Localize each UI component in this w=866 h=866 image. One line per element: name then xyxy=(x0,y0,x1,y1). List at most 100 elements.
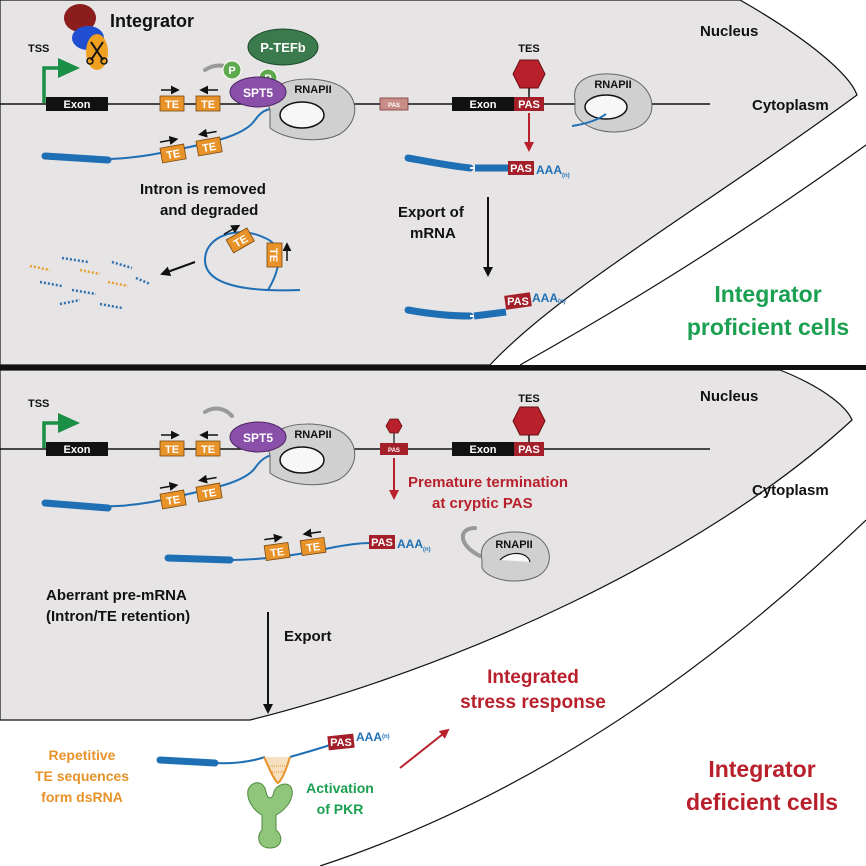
aberrant-text-line2: (Intron/TE retention) xyxy=(46,608,190,625)
cryptic-pas-label: PAS xyxy=(388,448,400,454)
mature-mrna: PAS AAA (n) xyxy=(404,154,570,179)
cryptic-pas-box xyxy=(379,97,409,111)
panel-integrator-proficient: Nucleus Cytoplasm Integrator TSS Exon TE xyxy=(0,0,866,366)
spt5-factor: SPT5 xyxy=(229,421,287,453)
phosphate-icon: P xyxy=(222,60,242,80)
repetitive-text-line2: TE sequences xyxy=(35,768,129,784)
svg-text:TE: TE xyxy=(269,546,285,560)
svg-text:SPT5: SPT5 xyxy=(243,86,273,100)
intron-text-line2: and degraded xyxy=(160,202,258,219)
svg-text:TE: TE xyxy=(165,99,179,111)
exon-label: Exon xyxy=(470,99,497,111)
outcome-title-line2: deficient cells xyxy=(686,789,838,815)
svg-text:PAS: PAS xyxy=(510,163,532,175)
exon-label: Exon xyxy=(64,99,91,111)
svg-text:AAA: AAA xyxy=(532,291,558,305)
nucleus-region xyxy=(0,369,853,721)
stress-arrow xyxy=(399,728,450,769)
spt5-factor: SPT5 xyxy=(229,76,287,108)
repetitive-text-line1: Repetitive xyxy=(49,747,116,763)
nascent-rna-5prime xyxy=(41,152,112,164)
premature-text-line2: at cryptic PAS xyxy=(432,495,533,512)
svg-text:TE: TE xyxy=(305,541,321,555)
svg-text:AAA: AAA xyxy=(397,537,423,551)
tss-label: TSS xyxy=(28,398,49,410)
svg-text:PAS: PAS xyxy=(330,737,352,749)
svg-text:P: P xyxy=(228,65,235,77)
te-element: TE xyxy=(195,430,221,457)
rnapii-complex: RNAPII xyxy=(571,73,653,133)
svg-text:RNAPII: RNAPII xyxy=(294,84,331,96)
degraded-rna-fragments xyxy=(29,256,151,310)
nucleus-label: Nucleus xyxy=(700,388,758,405)
pas-box xyxy=(514,442,544,456)
intron-text-line1: Intron is removed xyxy=(140,181,266,198)
repetitive-text-line3: form dsRNA xyxy=(41,789,123,805)
svg-text:TE: TE xyxy=(201,141,217,155)
tss-arrow-icon xyxy=(42,421,60,448)
te-element: TE xyxy=(195,474,223,503)
panel-divider xyxy=(0,365,866,370)
intron-lariat: TE TE xyxy=(203,224,301,292)
rnapii-complex: RNAPII xyxy=(267,78,356,141)
dsrna-hairpin xyxy=(263,756,291,785)
aberrant-pre-mrna: TE TE PAS AAA (n) xyxy=(164,528,431,564)
rnapii-released: RNAPII xyxy=(460,526,550,582)
nascent-rna-5prime xyxy=(41,499,112,512)
tes-label: TES xyxy=(518,393,539,405)
ctd-tail xyxy=(203,406,234,418)
export-text-line2: mRNA xyxy=(410,225,456,242)
tss-label: TSS xyxy=(28,43,49,55)
tss-arrow-icon xyxy=(42,66,60,103)
degradation-arrow xyxy=(160,261,196,276)
integrator-label: Integrator xyxy=(110,11,194,31)
premature-text-line1: Premature termination xyxy=(408,474,568,491)
outcome-title-line2: proficient cells xyxy=(687,314,849,340)
termination-stop-icon xyxy=(512,59,546,89)
exon-box xyxy=(452,442,514,456)
svg-text:RNAPII: RNAPII xyxy=(495,539,532,551)
svg-text:PAS: PAS xyxy=(507,296,529,308)
pkr-text-line2: of PKR xyxy=(317,801,364,817)
cytoplasm-label: Cytoplasm xyxy=(752,482,829,499)
svg-text:RNAPII: RNAPII xyxy=(594,79,631,91)
stress-text-line2: stress response xyxy=(460,692,606,713)
termination-stop-icon xyxy=(512,406,546,436)
svg-text:PAS: PAS xyxy=(371,537,393,549)
cytoplasm-membrane xyxy=(319,519,866,866)
scissors-icon xyxy=(90,41,104,61)
exon-box xyxy=(46,97,108,111)
pkr-protein-icon xyxy=(247,782,293,849)
svg-text:(n): (n) xyxy=(382,734,390,740)
pas-label: PAS xyxy=(518,444,540,456)
svg-text:(n): (n) xyxy=(423,547,431,553)
exon-label: Exon xyxy=(470,444,497,456)
dsrna-transcript: PAS AAA (n) xyxy=(156,730,390,785)
svg-text:(n): (n) xyxy=(562,173,570,179)
pas-box xyxy=(514,97,544,111)
outcome-title-line1: Integrator xyxy=(708,756,815,782)
pas-label: PAS xyxy=(518,99,540,111)
te-element: TE xyxy=(159,430,185,457)
cytoplasm-label: Cytoplasm xyxy=(752,97,829,114)
te-element: TE xyxy=(195,85,221,112)
integrator-complex-icon xyxy=(64,4,108,70)
cytoplasm-membrane xyxy=(519,144,866,366)
stress-text-line1: Integrated xyxy=(487,667,579,688)
te-element: TE xyxy=(159,481,187,510)
rnapii-complex: RNAPII xyxy=(267,423,356,486)
outcome-title-line1: Integrator xyxy=(714,281,821,307)
svg-text:TE: TE xyxy=(201,99,215,111)
export-text-line1: Export of xyxy=(398,204,465,221)
svg-text:AAA: AAA xyxy=(356,730,382,744)
tss-arrowhead xyxy=(58,413,80,433)
svg-text:TE: TE xyxy=(201,487,217,501)
te-element: TE xyxy=(159,135,187,164)
svg-text:TE: TE xyxy=(165,148,181,162)
te-element: TE xyxy=(159,85,185,112)
exon-box xyxy=(46,442,108,456)
svg-text:P-TEFb: P-TEFb xyxy=(260,40,306,55)
tss-arrowhead xyxy=(58,58,80,78)
cryptic-pas-label: PAS xyxy=(388,103,400,109)
